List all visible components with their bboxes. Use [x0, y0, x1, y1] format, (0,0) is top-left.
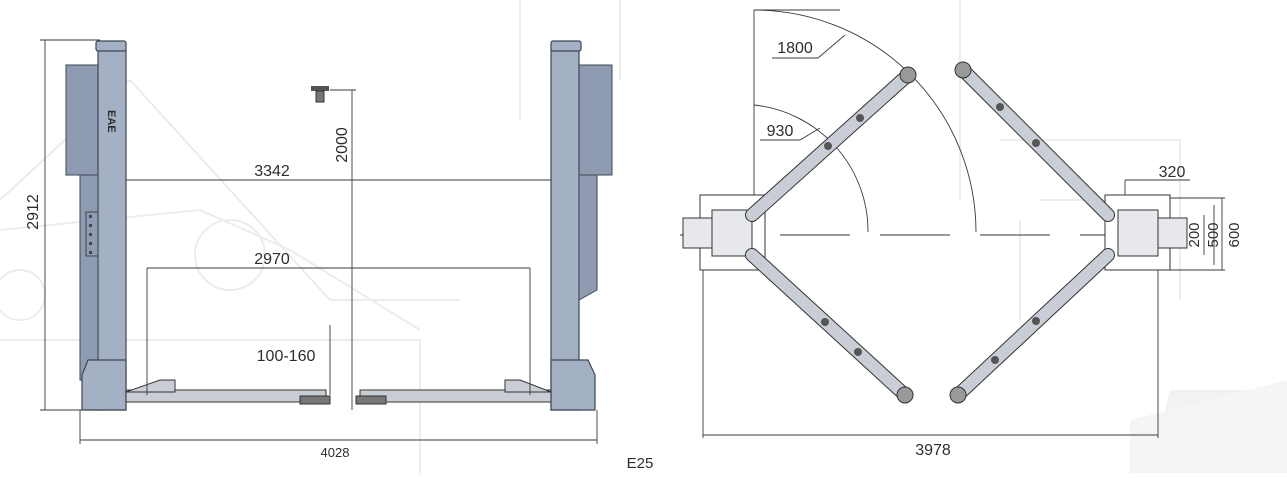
- top-view: 1800 930: [680, 9, 1243, 459]
- dim-overall-height: 2912: [25, 194, 42, 230]
- dim-arm-span: 3978: [915, 442, 951, 459]
- top-arm-upper-left: [745, 66, 917, 222]
- dim-drive-through: 2970: [254, 251, 290, 268]
- dim-between-posts: 3342: [254, 163, 290, 180]
- dim-post-depth-large: 600: [1226, 222, 1243, 247]
- dim-pad-height: 100-160: [257, 348, 316, 365]
- dim-arc-outer: 1800: [777, 40, 813, 57]
- dim-post-depth-small: 200: [1186, 222, 1203, 247]
- left-post: EAE: [65, 40, 127, 411]
- control-panel-dots: [89, 215, 92, 254]
- right-post: [550, 40, 613, 411]
- right-lift-arm: [355, 379, 552, 405]
- lift-pad-symbol: [311, 86, 329, 103]
- top-arm-lower-left: [745, 248, 914, 404]
- dim-post-depth-mid: 500: [1205, 222, 1222, 247]
- dim-post-offset: 320: [1159, 164, 1186, 181]
- top-arm-upper-right: [954, 61, 1115, 222]
- top-right-post: [1101, 194, 1188, 271]
- top-arm-lower-right: [949, 248, 1115, 404]
- dim-arc-inner: 930: [767, 123, 794, 140]
- dim-lift-height: 2000: [334, 127, 351, 163]
- dim-overall-width: 4028: [321, 445, 350, 460]
- front-view: EAE 2912 33: [25, 39, 613, 460]
- model-label: E25: [627, 455, 654, 472]
- brand-label: EAE: [105, 110, 117, 133]
- left-lift-arm: [125, 379, 331, 405]
